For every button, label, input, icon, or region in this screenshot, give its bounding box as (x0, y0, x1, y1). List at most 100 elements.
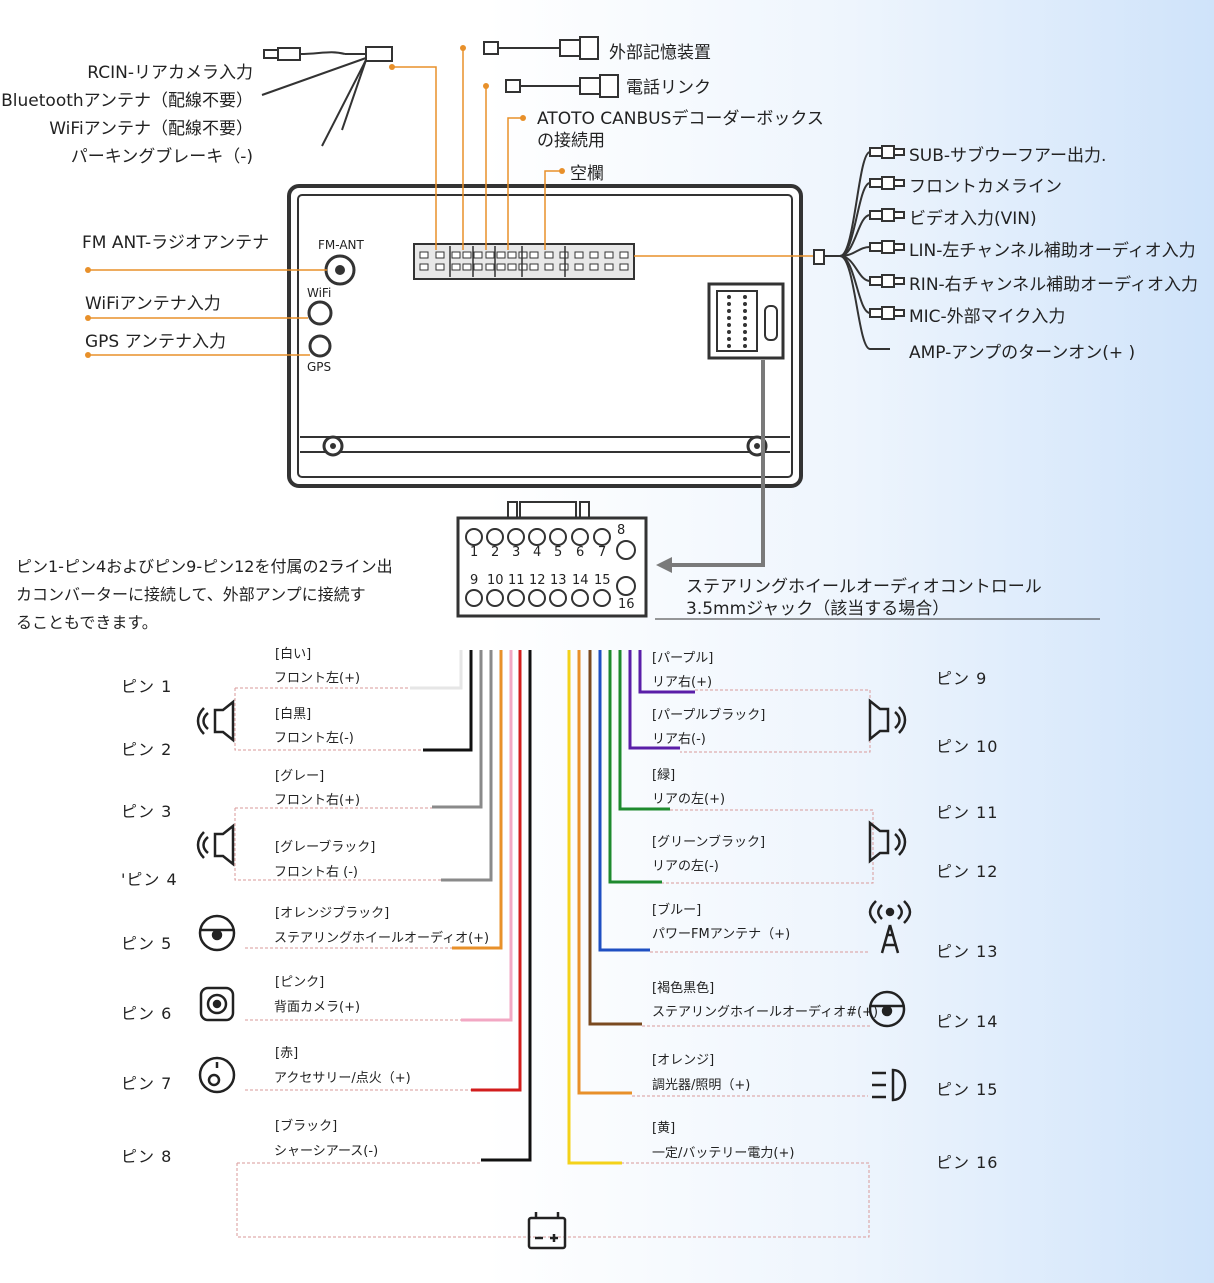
orange-leaders (88, 48, 820, 356)
pin-hole (571, 589, 589, 607)
left-pin-label: ピン 6 (121, 1004, 173, 1023)
fm-ant-label: FM ANT-ラジオアンテナ (82, 233, 270, 253)
pin-hole (616, 576, 636, 596)
steering-wheel-icon (868, 990, 906, 1028)
dashed-line (234, 687, 423, 751)
pin-hole (549, 528, 567, 546)
left-pin-label: 'ピン 4 (121, 870, 178, 889)
unit-fm-label: FM-ANT (318, 238, 364, 252)
pin-number: 1 (470, 545, 479, 560)
dashed-line (236, 1162, 870, 1238)
right-wire-color: [ブルー] (652, 903, 702, 918)
pin-hole (571, 528, 589, 546)
parking-brake-label: パーキングブレーキ（-) (70, 147, 253, 167)
wire-pin13 (598, 650, 650, 952)
pin-hole (549, 589, 567, 607)
wire-pin5 (452, 650, 503, 950)
headlight-icon (872, 1068, 907, 1102)
right-wire-function: リア右(-) (652, 732, 706, 747)
note-line-2: カコンバーターに接続して、外部アンプに接続す (16, 585, 366, 604)
right-pin-label: ピン 9 (936, 669, 988, 688)
storage-label: 外部記憶装置 (609, 43, 711, 63)
wifi-antenna-label: WiFiアンテナ（配線不要） (49, 119, 253, 139)
output-label-2: フロントカメライン (909, 177, 1062, 197)
pin-number: 15 (594, 573, 611, 588)
output-label-4: LIN-左チャンネル補助オーディオ入力 (909, 241, 1196, 261)
dashed-line (632, 951, 870, 1097)
left-wire-color: [赤] (275, 1046, 299, 1061)
left-wire-function: フロント左(-) (274, 731, 354, 746)
pin-number: 10 (487, 573, 504, 588)
left-wire-color: [グレー] (275, 769, 325, 784)
wifi-socket-icon (307, 300, 333, 326)
left-pin-label: ピン 7 (121, 1074, 173, 1093)
right-wire-color: [パープル] (652, 651, 714, 666)
wire-pin12 (608, 650, 662, 884)
pin-hole (616, 540, 636, 560)
blank-label: 空欄 (570, 164, 604, 184)
note-line-1: ピン1-ピン4およびピン9-ピン12を付属の2ライン出 (16, 557, 393, 576)
right-pin-label: ピン 13 (936, 942, 999, 961)
pin-number: 5 (554, 545, 563, 560)
right-wire-function: リアの左(+) (652, 792, 726, 807)
left-wire-function: ステアリングホイールオーディオ(+) (274, 931, 490, 946)
output-label-5: RIN-右チャンネル補助オーディオ入力 (909, 275, 1198, 295)
dashed-line (234, 807, 441, 881)
left-wire-function: 背面カメラ(+) (274, 1000, 361, 1015)
pin-hole (486, 589, 504, 607)
pin-hole (507, 589, 525, 607)
pin-hole (465, 589, 483, 607)
left-wire-function: シャーシアース(-) (274, 1144, 379, 1159)
left-pin-label: ピン 5 (121, 934, 173, 953)
steering-wheel-icon (198, 914, 236, 952)
wire-pin3 (432, 650, 483, 809)
wire-pin16 (567, 650, 622, 1165)
left-wire-color: [ブラック] (275, 1119, 338, 1134)
gps-socket-icon (308, 334, 332, 358)
wire-pin2 (423, 650, 473, 752)
left-pin-label: ピン 1 (121, 677, 173, 696)
pin-number: 6 (576, 545, 585, 560)
wire-pin9 (638, 650, 695, 694)
pin-hole (593, 528, 611, 546)
wifi-input-label: WiFiアンテナ入力 (85, 294, 221, 314)
right-pin-label: ピン 10 (936, 737, 999, 756)
right-wire-color: [オレンジ] (652, 1053, 715, 1068)
speaker-icon (196, 699, 235, 743)
antenna-icon (868, 900, 912, 954)
usb-connectors (483, 36, 619, 98)
canbus-label: ATOTO CANBUSデコーダーボックス (537, 109, 824, 129)
right-pin-label: ピン 16 (936, 1153, 999, 1172)
output-label-6: MIC-外部マイク入力 (909, 307, 1066, 327)
pin-number: 7 (598, 545, 607, 560)
left-wire-color: [グレーブラック] (275, 840, 376, 855)
battery-icon (527, 1212, 567, 1250)
speaker-icon (868, 698, 907, 742)
right-pin-label: ピン 12 (936, 862, 999, 881)
wire-pin8 (481, 650, 532, 1162)
pin-number: 14 (572, 573, 589, 588)
pin-hole (528, 589, 546, 607)
right-wire-color: [緑] (652, 768, 676, 783)
left-wire-function: フロント左(+) (274, 671, 361, 686)
output-label-7: AMP-アンプのターンオン(+ ) (909, 343, 1136, 363)
rca-fan (813, 249, 840, 265)
pin-number: 8 (617, 523, 626, 538)
left-wire-color: [白黒] (275, 707, 312, 722)
pin-hole (528, 528, 546, 546)
multi-connector (413, 243, 635, 280)
pin-hole (593, 589, 611, 607)
pin-number: 9 (470, 573, 479, 588)
speaker-icon (868, 820, 907, 864)
wire-pin10 (628, 650, 680, 750)
dashed-line (245, 947, 471, 1091)
ignition-key-icon (198, 1056, 236, 1094)
right-wire-color: [黄] (652, 1121, 676, 1136)
left-pin-label: ピン 8 (121, 1147, 173, 1166)
wire-pin4 (441, 650, 493, 882)
right-wire-function: ステアリングホイールオーディオ#(+) (652, 1005, 879, 1020)
right-pin-label: ピン 15 (936, 1080, 999, 1099)
bluetooth-label: Bluetoothアンテナ（配線不要） (1, 91, 253, 111)
left-pin-label: ピン 3 (121, 802, 173, 821)
wire-pin14 (588, 650, 642, 1026)
